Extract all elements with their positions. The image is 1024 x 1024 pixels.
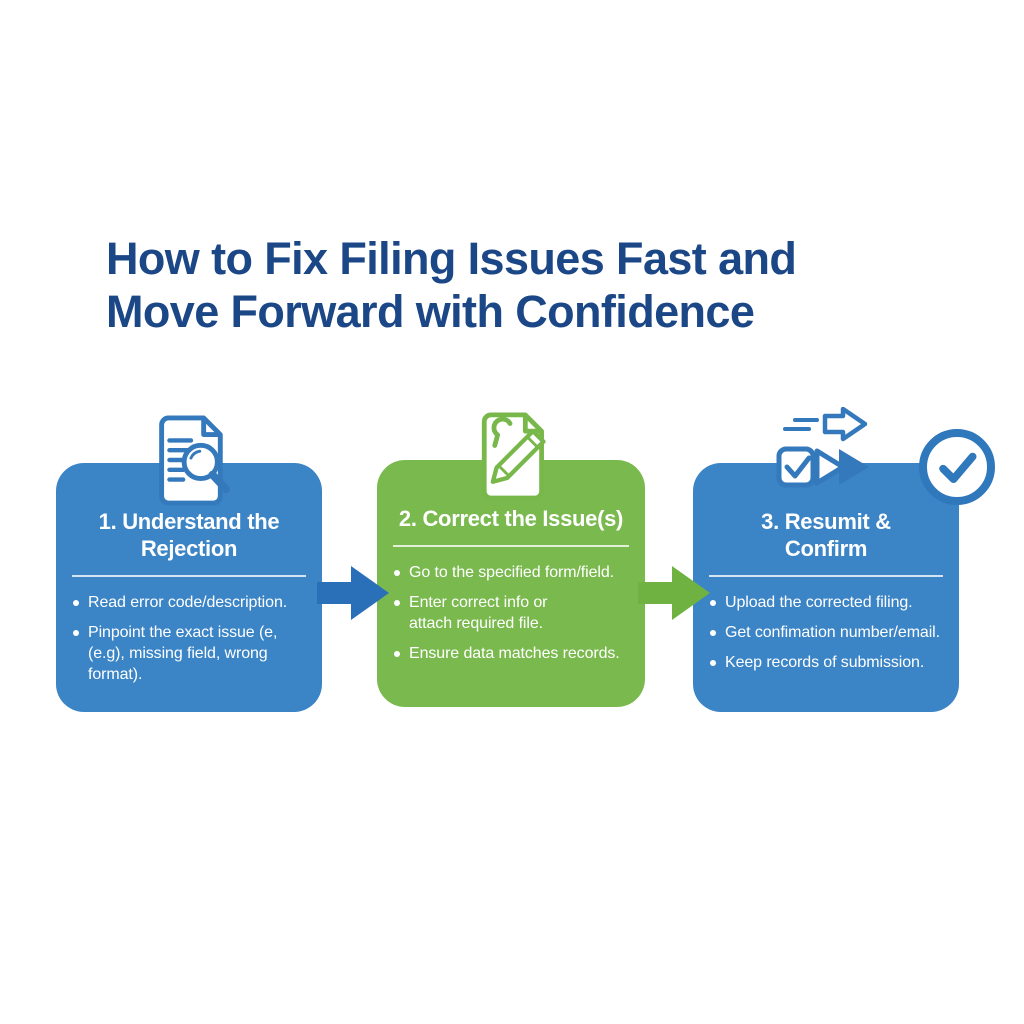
document-search-icon bbox=[145, 413, 233, 512]
step-heading: 1. Understand the Rejection bbox=[98, 509, 280, 561]
step-card-correct-issues: 2. Correct the Issue(s) Go to the specif… bbox=[377, 412, 645, 707]
bullet-item: Keep records of submission. bbox=[709, 652, 953, 673]
step-heading: 3. Resumit & Confirm bbox=[761, 509, 891, 561]
bullet-item: Pinpoint the exact issue (e, (e.g), miss… bbox=[72, 622, 316, 685]
step-bullet-list: Read error code/description. Pinpoint th… bbox=[56, 592, 322, 685]
title-line-2: Move Forward with Confidence bbox=[106, 286, 755, 338]
step-heading: 2. Correct the Issue(s) bbox=[398, 506, 624, 531]
bullet-item: Upload the corrected filing. bbox=[709, 592, 953, 613]
document-repair-icon bbox=[468, 410, 554, 507]
step-card-resubmit-confirm: 3. Resumit & Confirm Upload the correcte… bbox=[693, 406, 995, 712]
check-circle-badge-icon bbox=[919, 429, 995, 505]
heading-separator bbox=[393, 544, 629, 547]
step-card-understand-rejection: 1. Understand the Rejection Read error c… bbox=[56, 415, 322, 712]
title-line-1: How to Fix Filing Issues Fast and bbox=[106, 233, 797, 284]
bullet-item: Get confimation number/email. bbox=[709, 622, 953, 643]
bullet-item: Go to the specified form/field. bbox=[393, 562, 639, 583]
bullet-item: Ensure data matches records. bbox=[393, 643, 639, 664]
bullet-item: Enter correct info or attach required fi… bbox=[393, 592, 639, 634]
bullet-item: Read error code/description. bbox=[72, 592, 316, 613]
arrow-right-icon bbox=[638, 566, 710, 620]
step-bullet-list: Upload the corrected filing. Get confima… bbox=[693, 592, 959, 673]
heading-separator bbox=[72, 574, 306, 577]
page-title: How to Fix Filing Issues Fast and Move F… bbox=[106, 232, 986, 338]
step-bullet-list: Go to the specified form/field. Enter co… bbox=[377, 562, 645, 664]
arrow-right-icon bbox=[317, 566, 389, 620]
fast-forward-icon bbox=[759, 406, 895, 512]
heading-separator bbox=[709, 574, 943, 577]
